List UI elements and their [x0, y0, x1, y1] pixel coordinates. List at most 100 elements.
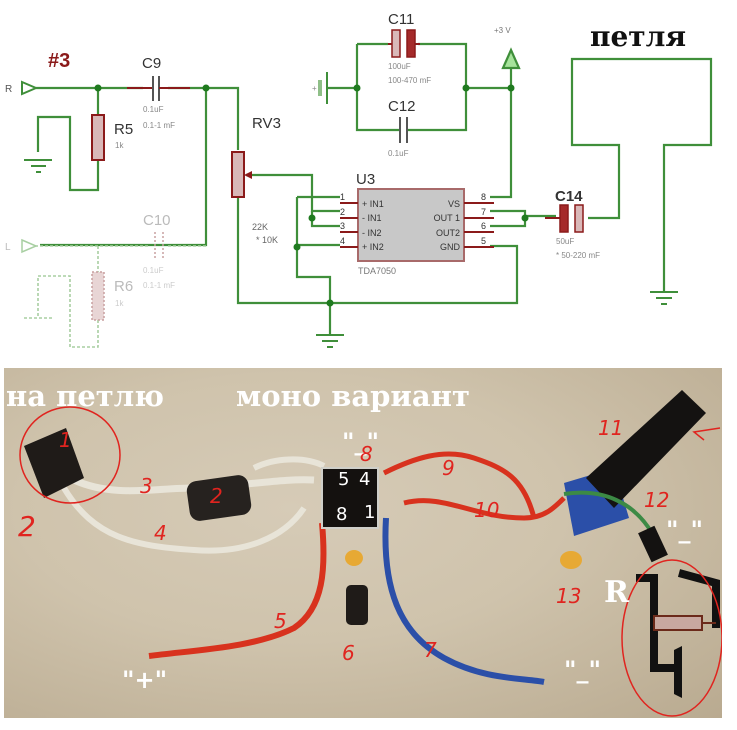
- r6-value: 1k: [115, 299, 124, 308]
- annotation-3: 3: [140, 474, 153, 498]
- red-wire-9: [382, 451, 537, 519]
- pin-num: 8: [481, 192, 486, 202]
- assembly-photo: на петлю моно вариант "_" "_" "_" "+" R …: [4, 368, 722, 718]
- blue-wire-7: [382, 517, 545, 685]
- sign-minus-bottom: "_": [564, 656, 602, 684]
- pin-name: OUT 1: [434, 213, 460, 223]
- photo-title-mono: моно вариант: [236, 379, 470, 413]
- ground-symbols: [24, 159, 678, 348]
- chip-pin-1: 1: [364, 502, 376, 523]
- c9-value: 0.1uF: [143, 105, 164, 114]
- annotation-2: 2: [18, 510, 36, 543]
- c14-value: 50uF: [556, 237, 574, 246]
- battery-label: +: [312, 84, 317, 93]
- capacitor-cylinder: [186, 475, 252, 521]
- pin-name: GND: [440, 242, 461, 252]
- resistor-label: R: [604, 575, 629, 610]
- chip-pin-4: 4: [359, 469, 371, 490]
- c11-range: 100-470 mF: [388, 76, 431, 85]
- rv3-value: 22K: [252, 222, 268, 232]
- pin-num: 5: [481, 236, 486, 246]
- annotation-5: 5: [274, 609, 287, 633]
- pin-num: 2: [340, 207, 345, 217]
- c14-range: * 50-220 mF: [556, 251, 600, 260]
- chip-pin-5: 5: [338, 469, 350, 490]
- r5-ref: R5: [114, 121, 133, 138]
- rv3-ref: RV3: [252, 115, 281, 132]
- annotation-circle-jack: [19, 406, 121, 504]
- pin-num: 6: [481, 221, 486, 231]
- input-l-label: L: [5, 242, 11, 253]
- pin-name: + IN1: [362, 199, 384, 209]
- potentiometer-shaft: [586, 390, 706, 508]
- annotation-arrow-icon: [692, 427, 721, 441]
- input-r-arrow-icon: [21, 80, 39, 96]
- sign-minus-right: "_": [666, 516, 704, 544]
- c14-ref: C14: [555, 188, 583, 205]
- drawn-speaker-icon: [674, 646, 682, 698]
- junctions: [94, 84, 529, 307]
- annotation-1: 1: [59, 428, 72, 452]
- annotation-circle-resistor: [621, 559, 722, 717]
- supply-label: +3 V: [494, 26, 511, 35]
- c12-value: 0.1uF: [388, 149, 409, 158]
- photo-illustration: [19, 390, 722, 717]
- wiper-arrow-icon: [244, 171, 252, 179]
- c11-ref: C11: [388, 11, 414, 28]
- r6-ref: R6: [114, 278, 133, 295]
- input-r-label: R: [5, 84, 12, 95]
- capacitor-c14: [545, 204, 584, 233]
- chip-pin-8: 8: [336, 504, 348, 525]
- pin-name: VS: [448, 199, 460, 209]
- r5-value: 1k: [115, 141, 124, 150]
- capacitor-c10: [154, 232, 164, 260]
- potentiometer-rv3: [231, 151, 245, 198]
- drawn-resistor: [653, 615, 703, 631]
- c10-range: 0.1-1 mF: [143, 281, 175, 290]
- pin-name: - IN1: [362, 213, 382, 223]
- annotation-10: 10: [474, 498, 500, 522]
- c9-range: 0.1-1 mF: [143, 121, 175, 130]
- annotation-6: 6: [342, 641, 355, 665]
- left-channel-wires: [24, 245, 206, 348]
- green-wire-12: [563, 490, 654, 535]
- c10-value: 0.1uF: [143, 266, 164, 275]
- annotation-8: 8: [360, 442, 373, 466]
- audio-jack: [24, 428, 84, 498]
- annotation-13: 13: [556, 584, 582, 608]
- pin-num: 4: [340, 236, 345, 246]
- red-wire-10: [403, 496, 566, 521]
- sign-plus: "+": [122, 666, 168, 694]
- annotation-12: 12: [644, 488, 670, 512]
- pin-name: + IN2: [362, 242, 384, 252]
- small-capacitor: [346, 585, 368, 625]
- c10-ref: C10: [143, 212, 171, 229]
- loop-label: петля: [590, 20, 686, 53]
- resistor-r6: [91, 271, 105, 321]
- c9-ref: C9: [142, 55, 161, 72]
- ic-u3-pins: [340, 202, 494, 248]
- battery-icon: [318, 72, 328, 104]
- capacitor-c9: [127, 76, 190, 101]
- white-wire-4: [61, 486, 307, 554]
- capacitor-c11: [388, 29, 420, 58]
- annotation-7: 7: [424, 638, 437, 662]
- c11-value: 100uF: [388, 62, 411, 71]
- pin-num: 3: [340, 221, 345, 231]
- pin-num: 7: [481, 207, 486, 217]
- ceramic-capacitor: [345, 550, 363, 566]
- annotation-2b: 2: [210, 484, 223, 508]
- annotation-4: 4: [154, 521, 167, 545]
- c12-ref: C12: [388, 98, 416, 115]
- schematic-diagram: #3 R L C9 0.1uF 0.1-1 mF R5 1k C10 0.1uF…: [5, 11, 713, 348]
- photo-title-loop: на петлю: [6, 379, 164, 413]
- rv3-alt-value: * 10K: [256, 235, 278, 245]
- pin-name: OUT2: [436, 228, 460, 238]
- ic-u3-body: [357, 188, 465, 262]
- chip-tda7050: [321, 467, 379, 529]
- u3-part: TDA7050: [358, 266, 396, 276]
- capacitor-c12: [399, 117, 408, 143]
- annotation-9: 9: [442, 456, 455, 480]
- resistor-r5: [91, 114, 105, 161]
- red-wire-5: [148, 522, 327, 659]
